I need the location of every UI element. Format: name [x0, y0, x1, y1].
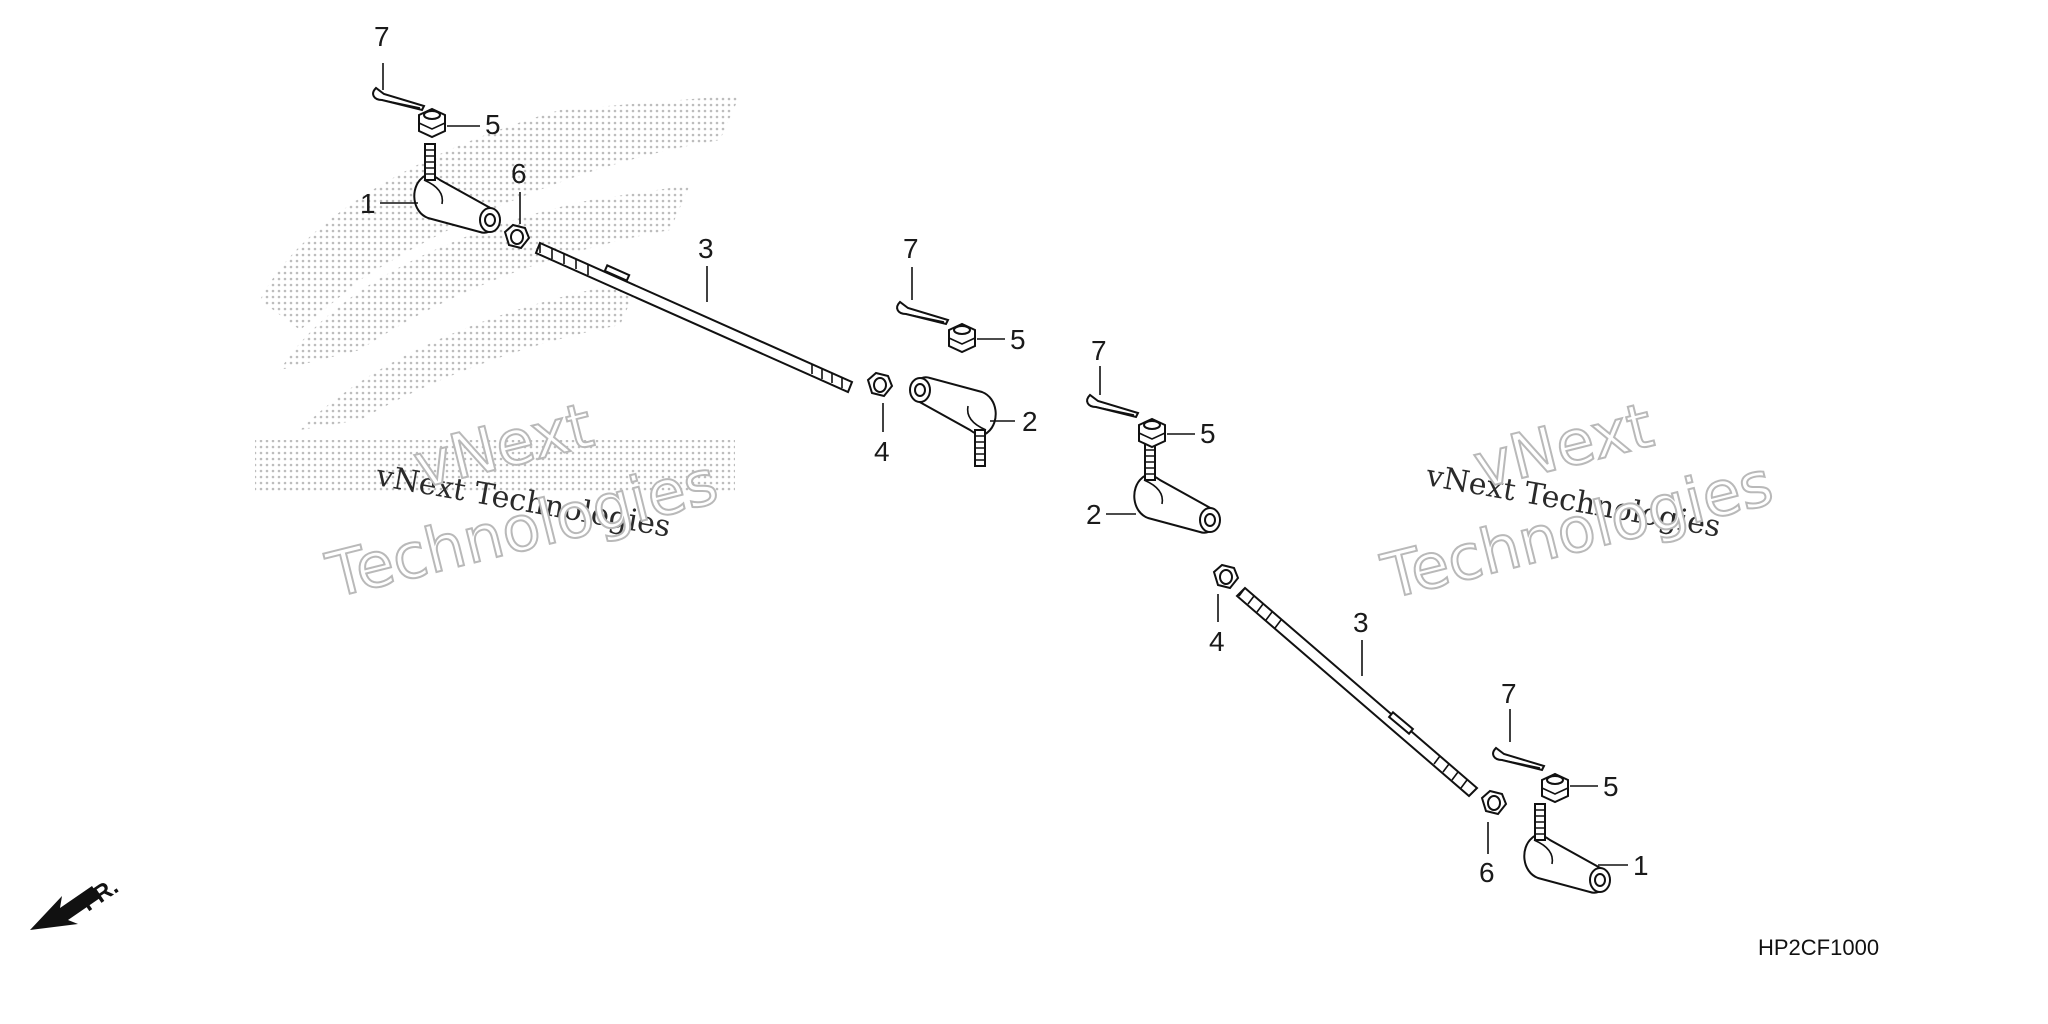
- callout-5: 5: [485, 109, 501, 140]
- front-label: FR.: [76, 873, 123, 917]
- callout-6: 6: [1479, 857, 1495, 888]
- right-tie-rod-end-2: [1133, 443, 1221, 534]
- right-lock-nut-4: [1213, 564, 1239, 589]
- callout-2: 2: [1022, 406, 1038, 437]
- callout-2: 2: [1086, 499, 1102, 530]
- callout-5: 5: [1010, 324, 1026, 355]
- callout-4: 4: [1209, 626, 1225, 657]
- left-tie-rod-end-2: [909, 376, 997, 467]
- right-cotter-pin-7a: [1086, 394, 1139, 418]
- left-cotter-pin-7b: [896, 301, 949, 325]
- front-direction-indicator: FR.: [30, 873, 123, 930]
- left-lock-nut-4: [867, 372, 893, 397]
- callout-6: 6: [511, 158, 527, 189]
- right-castle-nut-5a: [1138, 418, 1166, 448]
- left-castle-nut-5b: [948, 323, 976, 353]
- right-tie-rod-assembly: 7 5 2 4 3 7 5 1 6: [1086, 335, 1649, 894]
- right-lock-nut-6: [1481, 790, 1507, 815]
- callout-4: 4: [874, 436, 890, 467]
- callout-7: 7: [1501, 678, 1517, 709]
- callout-7: 7: [374, 21, 390, 52]
- callout-5: 5: [1603, 771, 1619, 802]
- front-arrow-icon: [30, 886, 100, 930]
- left-cotter-pin-7a: [372, 87, 425, 111]
- callout-5: 5: [1200, 418, 1216, 449]
- callout-1: 1: [1633, 850, 1649, 881]
- callout-3: 3: [1353, 607, 1369, 638]
- left-tie-rod-assembly: 7 5 1 6 3 7 5 2 4: [360, 21, 1038, 467]
- right-cotter-pin-7b: [1492, 747, 1545, 771]
- right-tie-rod: [1235, 586, 1479, 798]
- right-tie-rod-end-1: [1523, 803, 1611, 894]
- diagram-code: HP2CF1000: [1758, 935, 1879, 960]
- callout-7: 7: [1091, 335, 1107, 366]
- wing-logo-watermark: [255, 95, 740, 492]
- left-tie-rod: [534, 241, 854, 394]
- right-castle-nut-5b: [1541, 773, 1569, 803]
- callout-1: 1: [360, 188, 376, 219]
- left-castle-nut-5a: [418, 108, 446, 138]
- callout-7: 7: [903, 233, 919, 264]
- callout-3: 3: [698, 233, 714, 264]
